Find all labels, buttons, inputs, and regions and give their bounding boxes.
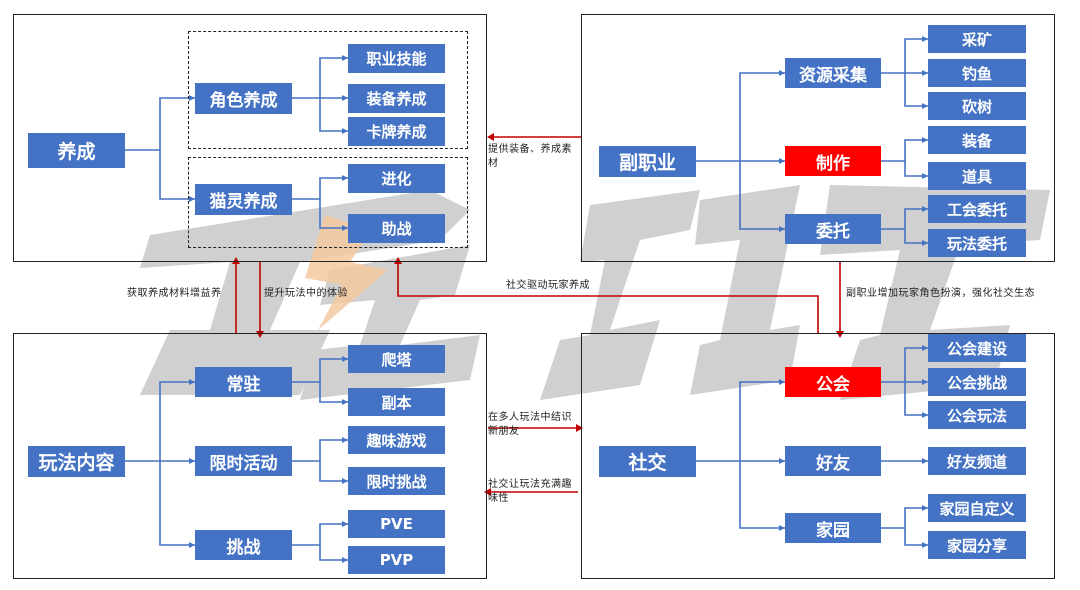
node-permanent: 常驻 [195, 367, 292, 397]
node-resource-gathering: 资源采集 [785, 58, 881, 88]
node-job-skills: 职业技能 [348, 44, 445, 73]
node-dungeon: 副本 [348, 388, 445, 416]
group-character-growth [188, 31, 468, 149]
annotation-social-drive: 社交驱动玩家养成 [506, 280, 590, 291]
node-friends: 好友 [785, 446, 881, 476]
node-guild-building: 公会建设 [928, 334, 1026, 362]
node-card-growth: 卡牌养成 [348, 117, 445, 146]
node-home-share: 家园分享 [928, 531, 1026, 559]
panel-social [581, 333, 1055, 579]
annotation-make-friends: 在多人玩法中结识新朋友 [488, 412, 572, 437]
node-fun-games: 趣味游戏 [348, 426, 445, 454]
node-cat-spirit-growth: 猫灵养成 [195, 184, 292, 215]
node-mining: 采矿 [928, 25, 1026, 53]
node-homestead: 家园 [785, 513, 881, 543]
node-craft-items: 道具 [928, 162, 1026, 190]
node-limited-challenge: 限时挑战 [348, 467, 445, 495]
node-pve: PVE [348, 510, 445, 538]
node-friend-channel: 好友频道 [928, 447, 1026, 475]
node-pvp: PVP [348, 546, 445, 574]
node-limited-events: 限时活动 [195, 446, 292, 476]
node-fishing: 钓鱼 [928, 59, 1026, 87]
annotation-subjob-roleplay: 副职业增加玩家角色扮演，强化社交生态 [846, 288, 1035, 299]
group-cat-spirit-growth [188, 157, 468, 248]
node-tower: 爬塔 [348, 345, 445, 373]
node-character-growth: 角色养成 [195, 83, 292, 114]
node-social-root: 社交 [599, 446, 696, 477]
node-growth-root: 养成 [28, 133, 125, 168]
node-equipment-growth: 装备养成 [348, 84, 445, 113]
node-assist: 助战 [348, 214, 445, 243]
annotation-social-fun: 社交让玩法充满趣味性 [488, 479, 572, 504]
annotation-get-materials: 获取养成材料增益养 [127, 288, 222, 299]
node-crafting: 制作 [785, 146, 881, 176]
node-guild-commission: 工会委托 [928, 195, 1026, 223]
node-content-root: 玩法内容 [28, 446, 125, 477]
node-guild: 公会 [785, 367, 881, 397]
node-woodcutting: 砍树 [928, 92, 1026, 120]
panel-content [13, 333, 487, 579]
node-evolution: 进化 [348, 164, 445, 193]
node-craft-equipment: 装备 [928, 126, 1026, 154]
panel-growth [13, 14, 487, 262]
panel-subjob [581, 14, 1055, 262]
node-guild-gameplay: 公会玩法 [928, 401, 1026, 429]
node-commission: 委托 [785, 214, 881, 244]
node-guild-challenge: 公会挑战 [928, 368, 1026, 396]
node-challenge: 挑战 [195, 530, 292, 560]
node-home-customize: 家园自定义 [928, 494, 1026, 522]
node-subjob-root: 副职业 [599, 146, 696, 177]
annotation-provide-materials: 提供装备、养成素材 [488, 144, 572, 169]
node-gameplay-commission: 玩法委托 [928, 229, 1026, 257]
annotation-improve-experience: 提升玩法中的体验 [264, 288, 348, 299]
